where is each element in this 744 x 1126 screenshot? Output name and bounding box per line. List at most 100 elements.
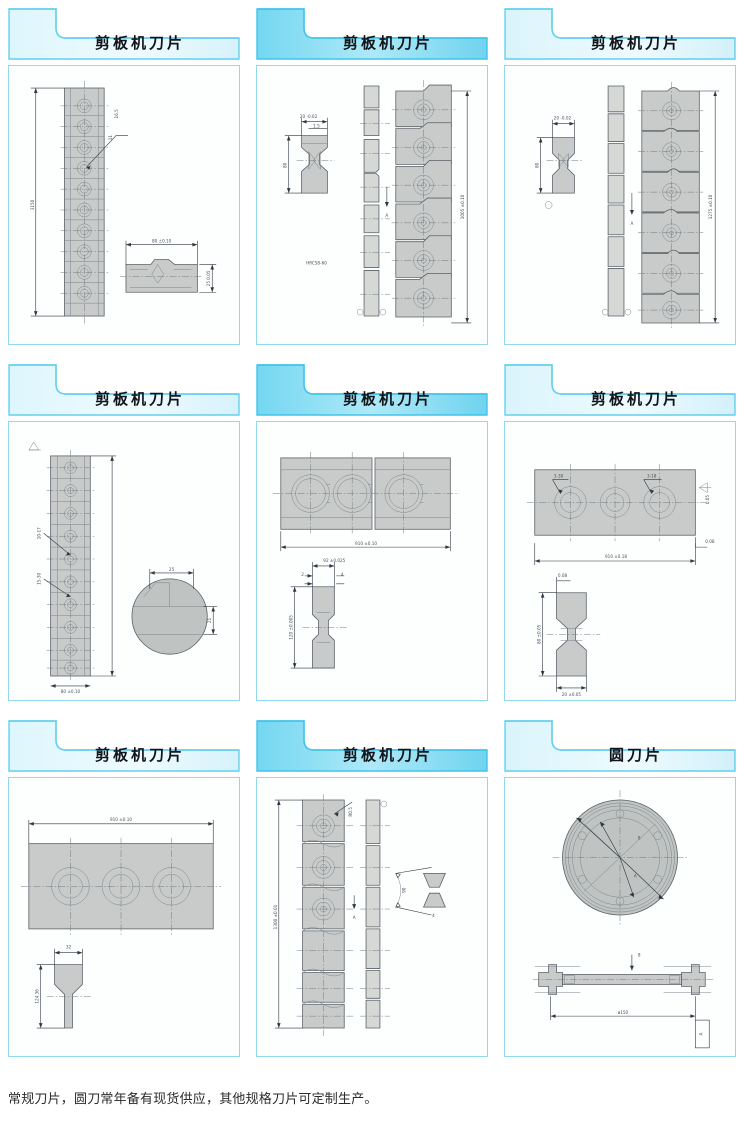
drawing-svg: 8 A [532,790,716,1049]
side-profile-strip [365,799,381,1029]
svg-text:80: 80 [283,162,288,168]
dimension-section-width [304,561,345,587]
card-banner: 剪板机刀片 [8,720,240,772]
banner-shape [8,720,240,772]
svg-text:R0.5: R0.5 [348,807,353,817]
svg-text:32: 32 [66,945,72,950]
svg-text:0.08: 0.08 [705,539,715,544]
svg-text:A: A [630,221,633,226]
product-card[interactable]: 剪板机刀片 910 ±0.10 [0,712,248,1068]
banner-shape [256,364,488,416]
banner-shape [256,8,488,60]
svg-text:90: 90 [402,887,407,893]
dimension-overall-length [90,455,117,677]
card-banner: 剪板机刀片 [8,364,240,416]
svg-text:20 ±0.05: 20 ±0.05 [562,692,582,697]
svg-text:20 -0.02: 20 -0.02 [300,114,318,119]
drawing-svg: 20 -0.02 80 [535,82,720,330]
svg-text:1300 ±0.01: 1300 ±0.01 [273,904,278,929]
product-card[interactable]: 剪板机刀片 [496,356,744,712]
drawing-svg: 10-17 15-30 80 ±0.10 [28,441,218,694]
product-card[interactable]: 剪板机刀片 [496,0,744,356]
svg-text:80 ±0.10: 80 ±0.10 [152,239,172,244]
dimension-detail-width [149,568,194,589]
dimension-detail [536,119,575,194]
svg-text:120 ±0.005: 120 ±0.005 [289,615,294,640]
side-profile-strip [607,85,625,317]
cross-section-view [302,586,349,669]
leader-lines [552,479,662,494]
dimension-overall-width [280,531,451,552]
product-card[interactable]: 剪板机刀片 [0,0,248,356]
dimension-section-height [36,964,65,1029]
banner-shape [504,720,736,772]
technical-drawing: 910 ±0.10 [256,421,488,701]
dimension-overall-width [534,543,696,565]
dimension-section-width [125,240,198,265]
banner-shape [8,8,240,60]
card-banner: 剪板机刀片 [256,364,488,416]
hardness-label: HRC58-60 [306,260,327,265]
technical-drawing: 10-17 15-30 80 ±0.10 [8,421,240,701]
drawings-grid: 剪板机刀片 [0,0,744,1068]
dimension-diameter [550,996,696,1021]
card-title: 剪板机刀片 [94,390,185,408]
banner-shape [504,364,736,416]
banner-shape [504,8,736,60]
dimension-section-height [199,264,217,293]
section-arrow [384,187,389,207]
technical-drawing: 1300 ±0.01 R0.5 [256,777,488,1057]
round-detail-view [131,578,208,655]
detail-section [296,135,335,194]
front-view-stacked-segments [296,794,355,1036]
svg-text:0.08: 0.08 [558,573,568,578]
svg-text:20 -0.02: 20 -0.02 [554,116,572,121]
card-title: 剪板机刀片 [342,746,433,764]
svg-text:910 ±0.10: 910 ±0.10 [355,541,377,546]
card-title: 剪板机刀片 [94,34,185,52]
dimension-overall-length [274,799,303,1029]
svg-text:A: A [634,873,637,878]
svg-text:10-17: 10-17 [37,527,42,539]
card-banner: 剪板机刀片 [256,720,488,772]
svg-text:1005 ±0.10: 1005 ±0.10 [460,194,465,219]
surface-finish-symbol [698,482,712,494]
front-view-stacked-segments [60,81,109,324]
product-card[interactable]: 圆刀片 [496,712,744,1068]
svg-text:3-30: 3-30 [554,474,564,479]
banner-shape [256,720,488,772]
product-card[interactable]: 剪板机刀片 [0,356,248,712]
drawing-svg: 1300 ±0.01 R0.5 [273,794,446,1036]
drawing-svg: 910 ±0.10 [272,451,460,669]
plan-view-circle: 8 A [552,790,688,925]
card-banner: 圆刀片 [504,720,736,772]
technical-drawing: 3-30 3-18 0.05 0.08 [504,421,736,701]
section-arrow [629,193,634,215]
front-view-plate [272,451,460,536]
technical-drawing: 910 ±0.10 [8,777,240,1057]
detail-section [546,137,583,194]
card-title: 剪板机刀片 [342,390,433,408]
footer-note: 常规刀片，圆刀常年备有现货供应，其他规格刀片可定制生产。 [8,1092,378,1107]
svg-text:11: 11 [108,135,113,141]
dimension-width [50,684,91,688]
svg-text:3-18: 3-18 [647,474,657,479]
datum-symbol [695,1019,710,1049]
svg-text:2: 2 [301,572,304,577]
product-card[interactable]: 剪板机刀片 [248,0,496,356]
front-view-plate [20,837,222,935]
technical-drawing: 20 -0.02 80 [504,65,736,345]
product-card[interactable]: 剪板机刀片 [248,712,496,1068]
banner-shape [8,364,240,416]
svg-text:A: A [698,1032,703,1035]
svg-text:25 0.05: 25 0.05 [206,270,211,286]
dimension-overall-width [28,819,214,844]
svg-text:4: 4 [432,913,435,918]
dimension-detail-height [203,606,218,635]
side-profile-strip [363,85,380,317]
edge-angle-detail [395,867,446,916]
svg-text:15-30: 15-30 [37,572,42,584]
product-card[interactable]: 剪板机刀片 [248,356,496,712]
card-banner: 剪板机刀片 [256,8,488,60]
